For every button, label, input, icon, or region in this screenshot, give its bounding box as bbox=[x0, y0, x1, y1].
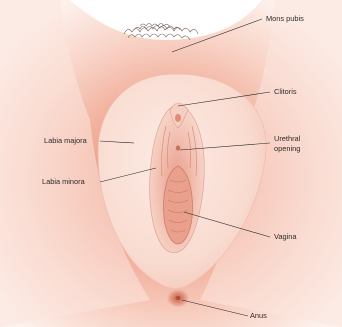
urethral-opening-shape bbox=[176, 145, 180, 150]
label-labia-minora: Labia minora bbox=[42, 177, 85, 186]
label-labia-majora: Labia majora bbox=[44, 136, 87, 145]
label-clitoris: Clitoris bbox=[274, 87, 297, 96]
label-anus: Anus bbox=[250, 311, 267, 320]
anus-center bbox=[176, 296, 181, 300]
label-urethral-opening-line1: Urethral bbox=[274, 134, 300, 143]
label-urethral-opening-line2: opening bbox=[274, 144, 300, 153]
clitoris-shape bbox=[175, 114, 181, 122]
label-vagina: Vagina bbox=[274, 232, 296, 241]
label-mons-pubis: Mons pubis bbox=[266, 14, 304, 23]
